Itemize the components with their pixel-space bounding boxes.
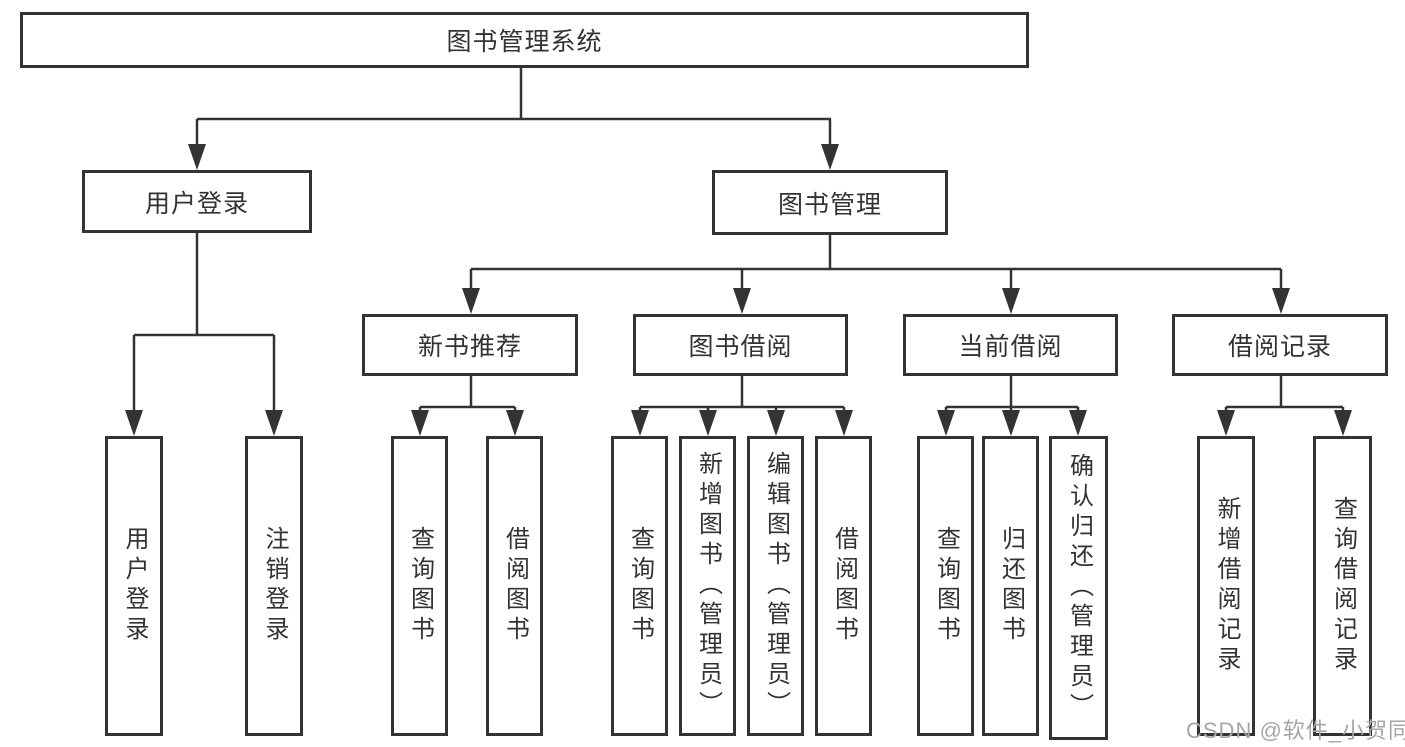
node-return-books: 归还图书: [982, 436, 1039, 736]
node-label: 用户登录: [121, 526, 148, 646]
node-query-books: 查询图书: [917, 436, 974, 736]
node-label: 新增借阅记录: [1213, 496, 1240, 676]
node-label: 查询借阅记录: [1329, 496, 1357, 676]
node-add-borrowing-record: 新增借阅记录: [1197, 436, 1255, 736]
node-query-books: 查询图书: [391, 436, 448, 736]
node-logout: 注销登录: [245, 436, 303, 736]
node-label: 查询图书: [626, 526, 654, 646]
watermark: CSDN @软件_小贺同学: [1186, 718, 1405, 743]
node-book-borrowing: 图书借阅: [633, 314, 848, 376]
node-library-management-system: 图书管理系统: [20, 12, 1029, 68]
node-current-borrowing: 当前借阅: [903, 314, 1118, 376]
node-add-books-admin: 新增图书（管理员）: [679, 436, 736, 736]
node-label: 注销登录: [261, 526, 288, 646]
node-new-book-recommendation: 新书推荐: [362, 314, 578, 376]
node-borrow-books: 借阅图书: [815, 436, 872, 736]
node-label: 借阅图书: [830, 526, 858, 646]
node-label: 新增图书（管理员）: [694, 451, 722, 721]
node-user-login-leaf: 用户登录: [105, 436, 163, 736]
node-query-borrowing-record: 查询借阅记录: [1313, 436, 1372, 736]
node-borrow-books: 借阅图书: [486, 436, 543, 736]
node-label: 查询图书: [406, 526, 434, 646]
node-label: 借阅图书: [501, 526, 529, 646]
node-borrowing-records: 借阅记录: [1172, 314, 1388, 376]
node-label: 编辑图书（管理员）: [762, 451, 790, 721]
node-user-login: 用户登录: [82, 170, 312, 233]
node-book-management: 图书管理: [712, 170, 948, 235]
node-label: 确认归还（管理员）: [1065, 453, 1093, 723]
node-query-books: 查询图书: [611, 436, 668, 736]
node-label: 归还图书: [997, 526, 1025, 646]
node-edit-books-admin: 编辑图书（管理员）: [747, 436, 804, 736]
node-confirm-return-admin: 确认归还（管理员）: [1049, 436, 1108, 740]
node-label: 查询图书: [932, 526, 960, 646]
